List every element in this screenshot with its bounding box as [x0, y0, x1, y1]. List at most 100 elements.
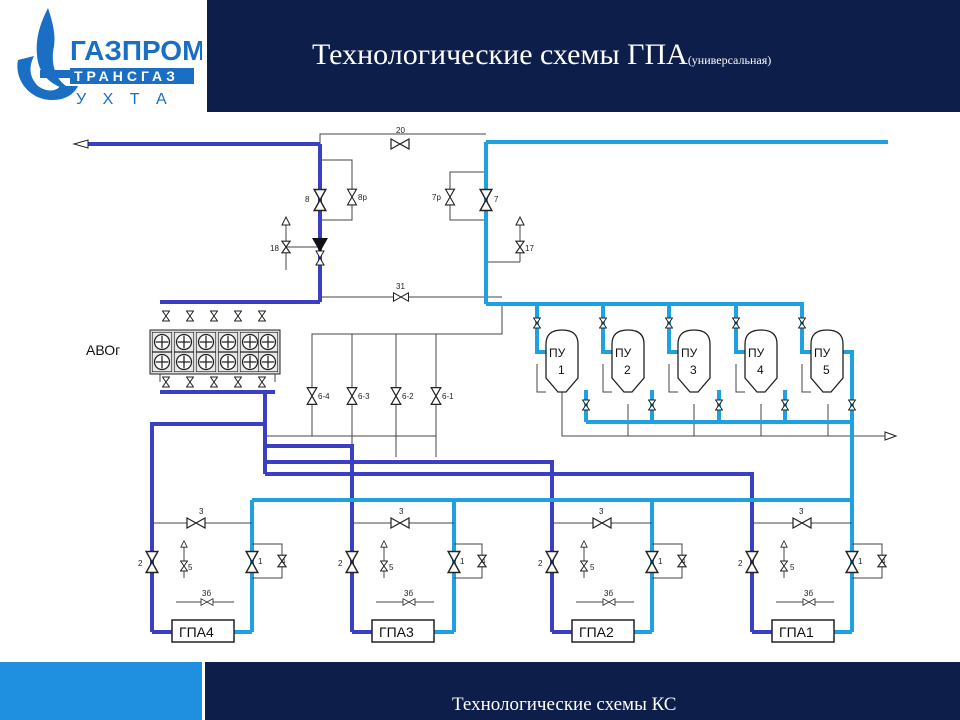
gpa-2-valve-3b-label: 3б [604, 589, 613, 598]
gpa-2-thin-lines [552, 522, 683, 603]
valve-6-3: 6-3 [346, 386, 370, 406]
gpa-4-valve-4-label: 4 [281, 557, 286, 566]
gpa-1-valve-2-label: 2 [738, 559, 743, 568]
check-valve-icon [312, 238, 328, 252]
outlet-arrow-left-icon [72, 139, 89, 149]
gpa-3-valve-3b-label: 3б [404, 589, 413, 598]
gpa-3-valve-2 [345, 550, 359, 574]
gpa-3-valve-2-label: 2 [338, 559, 343, 568]
logo-panel: ГАЗПРОМ ТРАНСГАЗ У Х Т А [0, 0, 205, 112]
pu-1-label: ПУ [549, 346, 566, 360]
valve-20-label: 20 [396, 126, 405, 135]
valve-17: 17 [515, 216, 534, 254]
gpa-2-valve-2 [545, 550, 559, 574]
pu-unit-3: ПУ 3 [677, 329, 711, 393]
gpa-1-thin-lines [752, 522, 883, 603]
valve-31: 31 [392, 282, 410, 302]
valve-check-lower [315, 250, 325, 266]
valve-6-4: 6-4 [306, 386, 330, 406]
logo-line-3: У Х Т А [76, 91, 173, 108]
gpa-1-valve-5 [780, 560, 788, 572]
gpa-3-valve-5 [380, 560, 388, 572]
gpa-1-valve-2 [745, 550, 759, 574]
gpa-1-label: ГПА1 [779, 624, 814, 640]
gpa-1-valve-3b-label: 3б [804, 589, 813, 598]
gpa-unit-2: 3 2 1 4 5 3б ГПА2 [538, 507, 687, 643]
gpa-2-label: ГПА2 [579, 624, 614, 640]
gazprom-logo: ГАЗПРОМ ТРАНСГАЗ У Х Т А [17, 8, 205, 108]
valve-7p-label: 7р [432, 193, 441, 202]
gpa-4-label: ГПА4 [179, 624, 214, 640]
gpa-4-valve-3b-label: 3б [202, 589, 211, 598]
logo-line-2: ТРАНСГАЗ [74, 68, 179, 84]
valve-6-2-label: 6-2 [402, 392, 414, 401]
page-title-main: Технологические схемы ГПА [312, 38, 688, 71]
gpa-4-valve-3b [200, 598, 214, 606]
gpa-2-valve-2-label: 2 [538, 559, 543, 568]
gpa-1-valve-3-label: 3 [799, 507, 804, 516]
gpa-3-valve-1 [447, 550, 461, 574]
valve-6-1: 6-1 [430, 386, 454, 406]
gpa-3-valve-3b [402, 598, 416, 606]
valve-20: 20 [390, 126, 410, 150]
pu-5-label: ПУ [814, 346, 831, 360]
gpa-unit-3: 3 2 1 4 5 3б ГПА3 [338, 507, 487, 643]
footer-divider [202, 662, 205, 720]
gpa-2-valve-3b [602, 598, 616, 606]
gpa-2-valve-3-label: 3 [599, 507, 604, 516]
valve-6-4-label: 6-4 [318, 392, 330, 401]
page-subtitle: (универсальная) [687, 53, 772, 67]
avo-fans-bottom [152, 352, 278, 372]
flame-icon [17, 8, 78, 100]
gpa-3-valve-3-label: 3 [399, 507, 404, 516]
valve-6-2: 6-2 [390, 386, 414, 406]
gpa-3-vent-icon [380, 540, 388, 548]
thin-piping [159, 133, 885, 462]
gpa-1-valve-3 [792, 517, 812, 529]
valve-6-3-label: 6-3 [358, 392, 370, 401]
gpa-4-valve-5 [180, 560, 188, 572]
logo-line-1: ГАЗПРОМ [70, 35, 202, 66]
dark-blue-piping [84, 142, 776, 634]
gpa-1-valve-1 [845, 550, 859, 574]
valve-8-label: 8 [305, 195, 310, 204]
gpa-3-label: ГПА3 [379, 624, 414, 640]
gpa-1-box [771, 619, 835, 643]
valve-18-label: 18 [270, 244, 279, 253]
gpa-1-valve-4-label: 4 [881, 557, 886, 566]
valve-8: 8 [305, 188, 327, 212]
gpa-4-valve-5-label: 5 [188, 563, 193, 572]
gpa-1-valve-5-label: 5 [790, 563, 795, 572]
gpa-4-vent-icon [180, 540, 188, 548]
gpa-3-valve-3 [390, 517, 410, 529]
valve-7-label: 7 [494, 195, 499, 204]
valve-18: 18 [270, 216, 291, 254]
gpa-2-valve-1-label: 1 [658, 557, 663, 566]
gpa-1-vent-icon [780, 540, 788, 548]
logo-band [70, 68, 194, 84]
valve-7: 7 [479, 188, 499, 212]
gpa-3-valve-1-label: 1 [460, 557, 465, 566]
valve-7p: 7р [432, 188, 456, 206]
avo-label: АВОг [86, 342, 120, 358]
gpa-1-valve-1-label: 1 [858, 557, 863, 566]
avo-inlet-valves [162, 310, 266, 322]
avo-outlet-valves [162, 376, 266, 388]
footer-caption: Технологические схемы КС [452, 694, 677, 715]
gpa-2-valve-1 [645, 550, 659, 574]
gpa-3-valve-5-label: 5 [389, 563, 394, 572]
gpa-2-vent-icon [580, 540, 588, 548]
gpa-unit-1: 3 2 1 4 5 3б ГПА1 [738, 507, 887, 643]
pu-4-label: ПУ [748, 346, 765, 360]
process-diagram: 20 8 8р 7 7р 18 17 31 6-4 6-3 [72, 126, 898, 643]
gpa-3-box [371, 619, 435, 643]
avo-fans-top [152, 332, 278, 352]
gpa-2-valve-5-label: 5 [590, 563, 595, 572]
pu-unit-2: ПУ 2 [611, 329, 645, 393]
gpa-2-valve-3 [592, 517, 612, 529]
gpa-unit-4: 3 2 1 4 5 3б ГПА4 [138, 507, 287, 643]
gpa-3-valve-4-label: 4 [481, 557, 486, 566]
page-title: Технологические схемы ГПА(универсальная) [312, 38, 771, 72]
footer-accent-block [0, 662, 202, 720]
gpa-2-box [571, 619, 635, 643]
